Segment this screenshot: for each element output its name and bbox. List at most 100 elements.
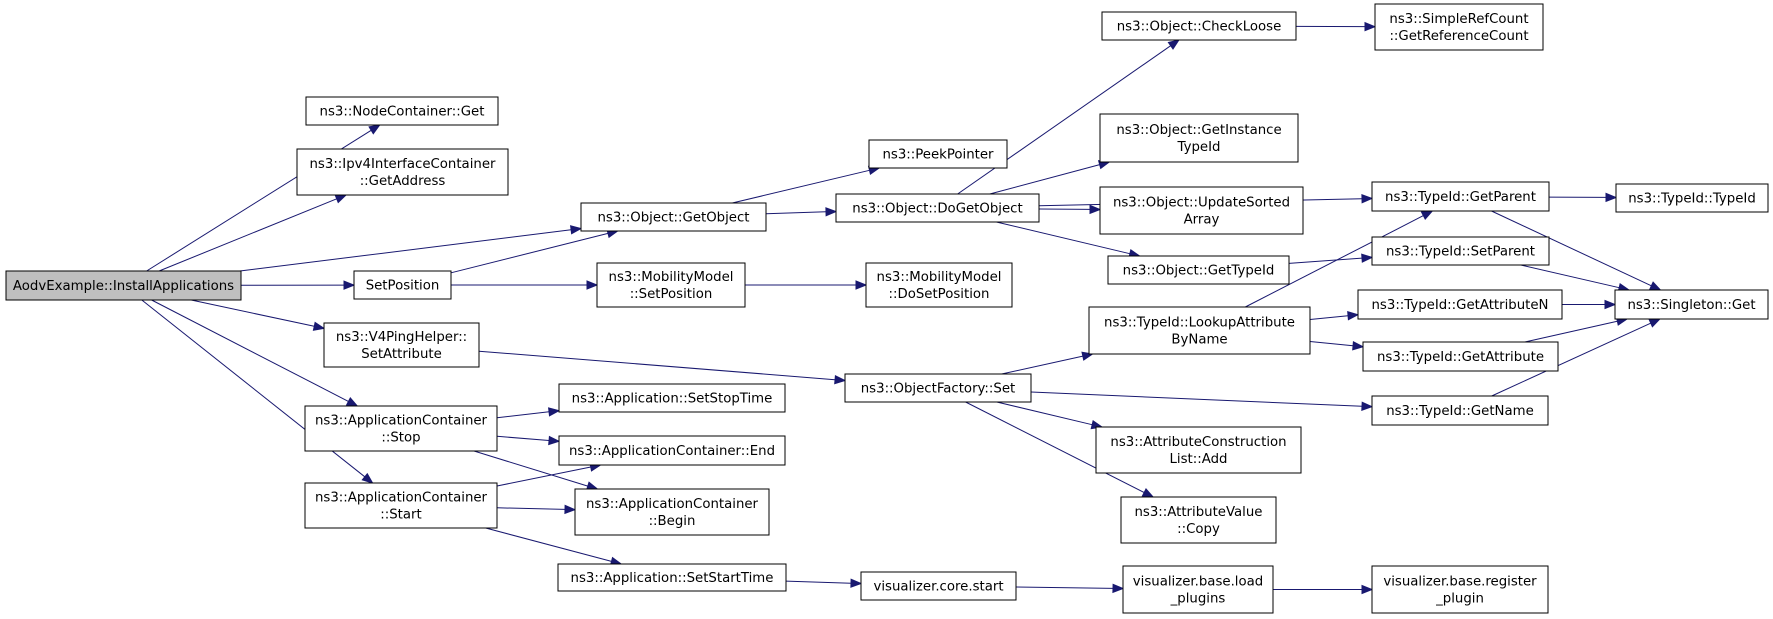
node-singletonget[interactable]: ns3::Singleton::Get <box>1614 289 1769 320</box>
node-label-line: ns3::NodeContainer::Get <box>320 105 485 120</box>
edge-arrowhead <box>1648 318 1662 328</box>
node-label-line: ns3::V4PingHelper:: <box>336 330 467 345</box>
edge-getparent-to-typeidctor <box>1548 192 1618 203</box>
node-getobject[interactable]: ns3::Object::GetObject <box>580 202 767 232</box>
edge-aodv-to-ipv4get <box>158 194 348 272</box>
node-getname[interactable]: ns3::TypeId::GetName <box>1371 395 1549 426</box>
node-label-line: ByName <box>1171 333 1227 348</box>
edge-line <box>1520 264 1620 289</box>
node-box <box>296 148 509 196</box>
node-getrefcount[interactable]: ns3::SimpleRefCount::GetReferenceCount <box>1374 3 1544 51</box>
node-box <box>1095 426 1302 474</box>
node-aodv[interactable]: AodvExample::InstallApplications <box>5 270 242 301</box>
edge-arrowhead <box>368 124 381 135</box>
edge-aodv-to-ncget <box>146 124 381 272</box>
edge-acstart-to-appsetstarttime <box>485 527 623 566</box>
edge-line <box>450 232 609 274</box>
edge-arrowhead <box>345 397 359 407</box>
edge-lookupattr-to-getattributen <box>1309 311 1360 321</box>
node-label-line: AodvExample::InstallApplications <box>13 279 234 294</box>
node-label-line: ns3::ApplicationContainer::End <box>569 444 775 459</box>
node-label-line: ns3::Object::DoGetObject <box>852 202 1022 217</box>
node-label-line: ::DoSetPosition <box>889 287 990 302</box>
edge-arrowhead <box>1605 192 1618 203</box>
edge-ofset-to-avcopy <box>965 401 1155 498</box>
edge-line <box>1001 355 1084 375</box>
node-box <box>1122 565 1274 614</box>
edge-acstart-to-acbegin <box>496 504 577 515</box>
edge-arrowhead <box>850 578 863 588</box>
edge-gettypeid-to-setparent <box>1288 253 1374 264</box>
node-setparent[interactable]: ns3::TypeId::SetParent <box>1371 236 1550 266</box>
node-getattributen[interactable]: ns3::TypeId::GetAttributeN <box>1357 289 1563 320</box>
edge-ofset-to-lookupattr <box>1001 351 1094 375</box>
node-label-line: ns3::TypeId::GetName <box>1386 404 1534 419</box>
node-vcorestart[interactable]: visualizer.core.start <box>860 571 1017 601</box>
node-registerplugin[interactable]: visualizer.base.register_plugin <box>1371 565 1549 614</box>
node-label-line: _plugin <box>1435 592 1484 607</box>
node-mmsetposition[interactable]: ns3::MobilityModel::SetPosition <box>596 262 746 308</box>
node-label-line: Array <box>1184 213 1220 228</box>
node-acbegin[interactable]: ns3::ApplicationContainer::Begin <box>574 488 770 536</box>
edge-line <box>485 527 612 562</box>
edge-line <box>1030 391 1363 407</box>
node-box <box>323 322 480 368</box>
edge-line <box>996 221 1130 255</box>
node-label-line: ns3::ApplicationContainer <box>586 497 759 512</box>
node-getattribute[interactable]: ns3::TypeId::GetAttribute <box>1362 341 1559 372</box>
node-acend[interactable]: ns3::ApplicationContainer::End <box>558 435 786 466</box>
edge-line <box>1015 586 1114 589</box>
node-ofset[interactable]: ns3::ObjectFactory::Set <box>844 373 1032 403</box>
node-box <box>1099 113 1299 163</box>
node-label-line: ns3::Application::SetStartTime <box>571 571 774 586</box>
node-box <box>596 262 746 308</box>
edge-line <box>239 229 572 272</box>
node-label-line: ::Begin <box>649 514 696 529</box>
node-box <box>865 262 1013 308</box>
node-appsetstarttime[interactable]: ns3::Application::SetStartTime <box>557 563 787 592</box>
node-ncget[interactable]: ns3::NodeContainer::Get <box>305 96 499 126</box>
node-avcopy[interactable]: ns3::AttributeValue::Copy <box>1120 496 1277 544</box>
edge-setposition-to-mmsetposition <box>451 280 599 290</box>
node-label-line: ns3::Ipv4InterfaceContainer <box>310 157 497 172</box>
edge-arrowhead <box>834 375 847 385</box>
edge-arrowhead <box>586 280 599 290</box>
node-appsetstoptime[interactable]: ns3::Application::SetStopTime <box>558 383 786 413</box>
edge-arrowhead <box>361 472 374 484</box>
edge-setparent-to-singletonget <box>1520 264 1631 293</box>
node-box <box>1614 289 1769 320</box>
node-checkloose[interactable]: ns3::Object::CheckLoose <box>1101 11 1297 41</box>
node-ipv4get[interactable]: ns3::Ipv4InterfaceContainer::GetAddress <box>296 148 509 196</box>
node-box <box>835 193 1040 223</box>
edge-dogetobject-to-getinstancetypeid <box>989 160 1111 195</box>
edge-line <box>151 299 349 402</box>
node-v4ping[interactable]: ns3::V4PingHelper::SetAttribute <box>323 322 480 368</box>
node-label-line: ns3::MobilityModel <box>877 270 1002 285</box>
node-setposition[interactable]: SetPosition <box>353 270 452 300</box>
node-getparent[interactable]: ns3::TypeId::GetParent <box>1371 181 1550 212</box>
node-box <box>1374 3 1544 51</box>
node-label-line: ns3::TypeId::LookupAttribute <box>1104 316 1295 331</box>
node-acstop[interactable]: ns3::ApplicationContainer::Stop <box>304 405 498 452</box>
node-box <box>353 270 452 300</box>
edge-arrowhead <box>1089 204 1102 215</box>
node-acstart[interactable]: ns3::ApplicationContainer::Start <box>304 482 498 529</box>
node-label-line: List::Add <box>1170 452 1228 467</box>
node-typeidctor[interactable]: ns3::TypeId::TypeId <box>1615 183 1769 213</box>
edge-arrowhead <box>1112 583 1125 594</box>
node-label-line: ns3::TypeId::SetParent <box>1386 245 1535 260</box>
node-mmdosetposition[interactable]: ns3::MobilityModel::DoSetPosition <box>865 262 1013 308</box>
node-peekpointer[interactable]: ns3::PeekPointer <box>868 139 1008 169</box>
edge-arrowhead <box>1420 210 1434 220</box>
node-dogetobject[interactable]: ns3::Object::DoGetObject <box>835 193 1040 223</box>
node-gettypeid[interactable]: ns3::Object::GetTypeId <box>1107 255 1290 285</box>
node-label-line: ns3::Object::GetObject <box>597 211 749 226</box>
node-box <box>1099 186 1304 235</box>
node-box <box>304 482 498 529</box>
node-loadplugins[interactable]: visualizer.base.load_plugins <box>1122 565 1274 614</box>
